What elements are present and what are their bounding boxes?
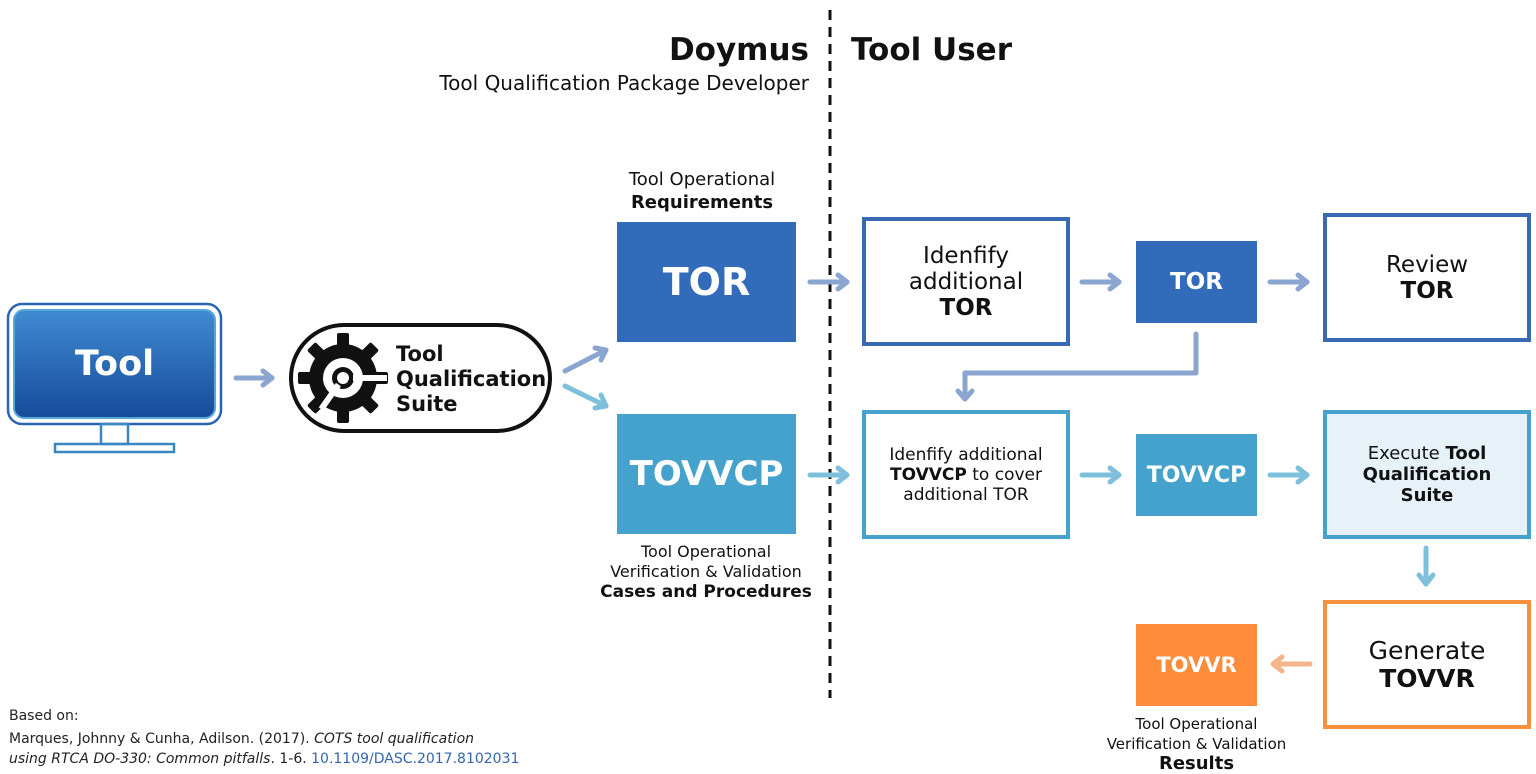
arrow-identify-to-tovvcp xyxy=(1079,465,1122,485)
tovvcp-caption-line2: Verification & Validation xyxy=(610,562,802,581)
identify-tovvcp-line2-bold: TOVVCP xyxy=(890,464,967,485)
tool-label: Tool xyxy=(74,344,155,384)
arrow-tor-to-review xyxy=(1267,272,1310,292)
tor-caption: Tool Operational Requirements xyxy=(596,168,808,214)
execute-suite-line1: Execute Tool xyxy=(1368,443,1487,464)
tovvcp-caption-line1: Tool Operational xyxy=(640,542,772,561)
identify-tovvcp-line3: additional TOR xyxy=(903,484,1029,505)
arrow-tovvcp-to-identify xyxy=(807,465,850,485)
tovvr-caption-line2: Verification & Validation xyxy=(1106,735,1287,753)
review-tor-line1: Review xyxy=(1385,251,1469,278)
identify-tovvcp-step: Idenfify additional TOVVCP to cover addi… xyxy=(862,410,1070,539)
generate-tovvr-line1: Generate xyxy=(1368,635,1486,665)
arrow-tool-to-suite xyxy=(233,368,275,388)
tor-small-label: TOR xyxy=(1170,269,1223,295)
tor-small-block: TOR xyxy=(1136,241,1257,323)
arrow-identify-to-tor xyxy=(1079,272,1122,292)
suite-label-line3: Suite xyxy=(396,392,458,416)
tor-block-label: TOR xyxy=(662,260,751,304)
tovvcp-block-label: TOVVCP xyxy=(629,454,784,494)
identify-tor-line2: additional xyxy=(908,268,1024,295)
arrow-suite-to-tor xyxy=(562,345,609,374)
reference-note: Based on: Marques, Johnny & Cunha, Adils… xyxy=(9,706,519,769)
tovvr-caption: Tool Operational Verification & Validati… xyxy=(1086,714,1307,774)
tovvcp-small-block: TOVVCP xyxy=(1136,434,1257,516)
tovvcp-block: TOVVCP xyxy=(617,414,796,534)
tovvcp-caption-line3: Cases and Procedures xyxy=(600,582,812,602)
reference-based-on: Based on: xyxy=(9,708,79,724)
execute-suite-step: Execute Tool Qualification Suite xyxy=(1323,410,1531,539)
arrow-tor-to-identify xyxy=(807,272,850,292)
reference-line2: using RTCA DO-330: Common pitfalls. 1-6.… xyxy=(9,749,519,769)
reference-title-part1: COTS tool qualification xyxy=(314,731,475,747)
monitor-icon xyxy=(6,302,223,454)
review-tor-line2: TOR xyxy=(1400,277,1454,304)
developer-subtitle: Tool Qualification Package Developer xyxy=(439,71,809,95)
reference-title-part2: using RTCA DO-330: Common pitfalls xyxy=(9,751,271,767)
arrow-generate-to-tovvr xyxy=(1270,654,1313,674)
suite-label-line2: Qualification xyxy=(396,367,547,391)
identify-tor-line1: Idenfify xyxy=(923,242,1009,269)
gear-icon xyxy=(298,333,388,423)
tor-caption-line1: Tool Operational xyxy=(628,169,776,190)
tovvr-block: TOVVR xyxy=(1136,624,1257,706)
tor-block: TOR xyxy=(617,222,796,342)
tor-caption-line2: Requirements xyxy=(630,192,774,213)
tovvr-caption-line3: Results xyxy=(1158,753,1235,774)
identify-tor-step: Idenfify additional TOR xyxy=(862,217,1070,346)
execute-suite-line1-bold: Tool xyxy=(1445,443,1487,464)
developer-title: Doymus xyxy=(668,32,809,68)
tovvcp-small-label: TOVVCP xyxy=(1146,462,1247,488)
identify-tovvcp-line2: TOVVCP to cover xyxy=(890,465,1042,485)
arrow-tovvcp-to-execute xyxy=(1267,465,1310,485)
execute-suite-line3: Suite xyxy=(1400,485,1454,506)
execute-suite-line1-plain: Execute xyxy=(1367,443,1446,464)
generate-tovvr-line2: TOVVR xyxy=(1379,663,1475,693)
reference-authors: Marques, Johnny & Cunha, Adilson. (2017)… xyxy=(9,731,315,747)
tovvr-block-label: TOVVR xyxy=(1156,653,1237,677)
arrow-suite-to-tovvcp xyxy=(562,383,609,411)
reference-line1: Marques, Johnny & Cunha, Adilson. (2017)… xyxy=(9,729,519,749)
suite-label: Tool Qualification Suite xyxy=(396,342,546,417)
identify-tovvcp-line2-rest: to cover xyxy=(966,464,1042,485)
arrow-execute-to-generate xyxy=(1416,545,1436,587)
suite-label-line1: Tool xyxy=(396,342,444,366)
reference-pages: . 1-6. xyxy=(270,751,312,767)
review-tor-step: Review TOR xyxy=(1323,213,1531,342)
tovvcp-caption: Tool Operational Verification & Validati… xyxy=(590,542,822,602)
generate-tovvr-step: Generate TOVVR xyxy=(1323,600,1531,729)
connector-tor-to-identify-tovvcp xyxy=(955,331,1199,402)
execute-suite-line2: Qualification xyxy=(1362,464,1492,485)
tovvr-caption-line1: Tool Operational xyxy=(1135,715,1258,733)
doi-link[interactable]: 10.1109/DASC.2017.8102031 xyxy=(311,751,520,767)
identify-tor-line3: TOR xyxy=(939,294,993,321)
tool-user-title: Tool User xyxy=(851,32,1012,68)
identify-tovvcp-line1: Idenfify additional xyxy=(889,444,1043,465)
